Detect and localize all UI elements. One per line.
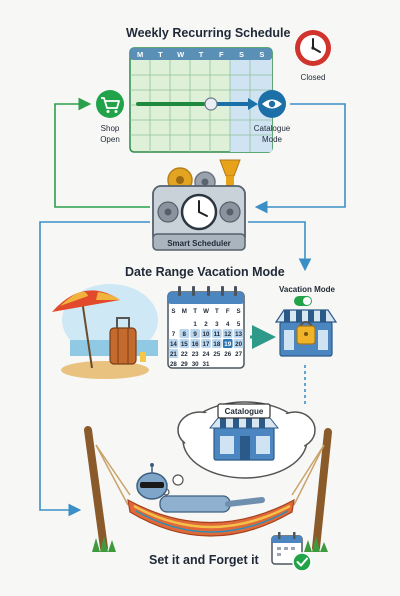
closed-label: Closed: [300, 73, 326, 82]
calendar-date: 19: [224, 341, 231, 348]
vacation-mode-label: Vacation Mode: [278, 285, 335, 294]
calendar-day-header: S: [171, 308, 175, 315]
calendar-date: 2: [204, 321, 208, 328]
calendar-date: 28: [170, 361, 177, 368]
calendar-highlight-cell: [233, 329, 244, 338]
smart-scheduler-machine: [152, 159, 246, 251]
vacation-mode-toggle: [294, 296, 312, 306]
calendar-date: 18: [213, 341, 220, 348]
calendar-date: 23: [192, 351, 199, 358]
calendar-date: 3: [215, 321, 219, 328]
catalogue-sign-text: Catalogue: [225, 407, 264, 416]
weekly-day-label: F: [218, 50, 224, 59]
calendar-highlight-cell: [201, 329, 211, 338]
calendar-date: 27: [235, 351, 242, 358]
calendar-day-header: T: [193, 308, 197, 315]
thought-cloud: Catalogue: [162, 401, 316, 496]
weekly-day-label: T: [198, 50, 204, 59]
calendar-date: 13: [235, 331, 242, 338]
calendar-day-header: F: [226, 308, 230, 315]
eye-icon: [258, 90, 286, 118]
calendar-date: 8: [183, 331, 187, 338]
closed-clock-icon: [295, 30, 331, 66]
calendar-day-header: M: [182, 308, 187, 315]
calendar-highlight-cell: [201, 339, 211, 348]
catalogue-mode-label-line2: Mode: [261, 135, 282, 144]
calendar-date: 12: [224, 331, 231, 338]
calendar-date: 4: [226, 321, 230, 328]
smart-scheduler-label: Smart Scheduler: [167, 239, 231, 248]
calendar-date: 14: [170, 341, 177, 348]
blue-connector-right: [254, 103, 346, 214]
calendar-date: 11: [214, 331, 221, 338]
suitcase-icon: [109, 327, 137, 365]
calendar-date: 10: [203, 331, 210, 338]
locked-shop-icon: [274, 309, 338, 357]
calendar-day-header: W: [203, 308, 209, 315]
calendar-highlight-cell: [212, 329, 222, 338]
calendar-highlight-cell: [222, 339, 233, 348]
calendar-date: 26: [224, 351, 231, 358]
shopping-cart-icon: [96, 90, 124, 118]
robot-icon: [136, 463, 265, 513]
calendar-date: 16: [192, 341, 199, 348]
calendar-highlight-cell: [190, 339, 200, 348]
calendar-highlight-cell: [190, 329, 200, 338]
calendar-date: 7: [172, 331, 176, 338]
date-range-title: Date Range Vacation Mode: [125, 265, 285, 279]
calendar-date: 15: [181, 341, 188, 348]
green-connector: [54, 97, 150, 208]
catalogue-sign: [217, 403, 271, 419]
calendar-date: 17: [203, 341, 210, 348]
shop-open-label: Shop Open: [90, 123, 130, 145]
beach-scene: [52, 284, 158, 379]
shop-open-label-line2: Open: [100, 135, 120, 144]
catalogue-mode-label-line1: Catalogue: [253, 124, 291, 133]
calendar-highlight-cell: [179, 329, 190, 338]
calendar-highlight-cell: [233, 339, 244, 348]
calendar-highlight-cell: [168, 339, 179, 348]
calendar-date: 22: [181, 351, 188, 358]
calendar-date: 1: [193, 321, 197, 328]
weekly-day-label: M: [137, 50, 144, 59]
shop-open-label-line1: Shop: [100, 124, 120, 133]
weekly-schedule-title: Weekly Recurring Schedule: [126, 26, 291, 40]
calendar-highlight-cell: [212, 339, 222, 348]
blue-connector-left: [39, 221, 150, 517]
calendar-day-header: T: [215, 308, 219, 315]
calendar-highlight-cell: [168, 349, 179, 358]
calendar-date: 30: [192, 361, 199, 368]
calendar-date: 24: [203, 351, 210, 358]
calendar-date: 20: [235, 341, 242, 348]
calendar-check-icon: [271, 532, 312, 572]
calendar-date: 31: [203, 361, 210, 368]
calendar-highlight-cell: [179, 339, 190, 348]
calendar-date: 29: [181, 361, 188, 368]
calendar-date: 9: [193, 331, 197, 338]
weekly-day-label: T: [158, 50, 163, 59]
weekly-day-label: S: [259, 50, 265, 59]
schedule-slider-knob: [204, 97, 218, 111]
hammock-scene: [84, 426, 332, 552]
calendar-date: 5: [237, 321, 241, 328]
set-it-forget-it-title: Set it and Forget it: [149, 553, 259, 567]
calendar-highlight-cell: [222, 329, 233, 338]
calendar-date: 25: [213, 351, 220, 358]
calendar-day-header: S: [237, 308, 241, 315]
weekly-day-label: S: [239, 50, 245, 59]
connector-lines: [39, 97, 346, 517]
calendar-date: 21: [170, 351, 177, 358]
weekly-day-label: W: [177, 50, 185, 59]
teal-connector-vacation: [248, 221, 312, 272]
catalogue-mode-label: Catalogue Mode: [245, 123, 299, 145]
